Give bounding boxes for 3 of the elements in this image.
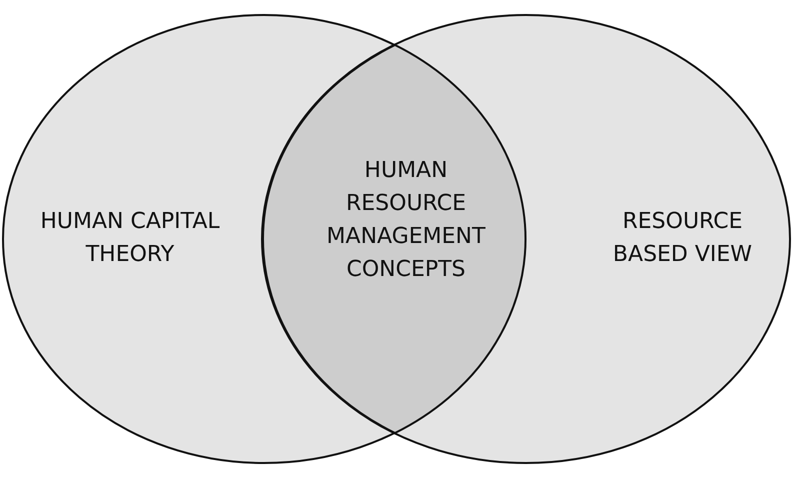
set-label: HUMAN CAPITAL THEORY xyxy=(39,208,221,269)
set-label: RESOURCE BASED VIEW xyxy=(612,208,754,269)
overlap-label: HUMAN RESOURCE MANAGEMENT CONCEPTS xyxy=(326,157,486,284)
